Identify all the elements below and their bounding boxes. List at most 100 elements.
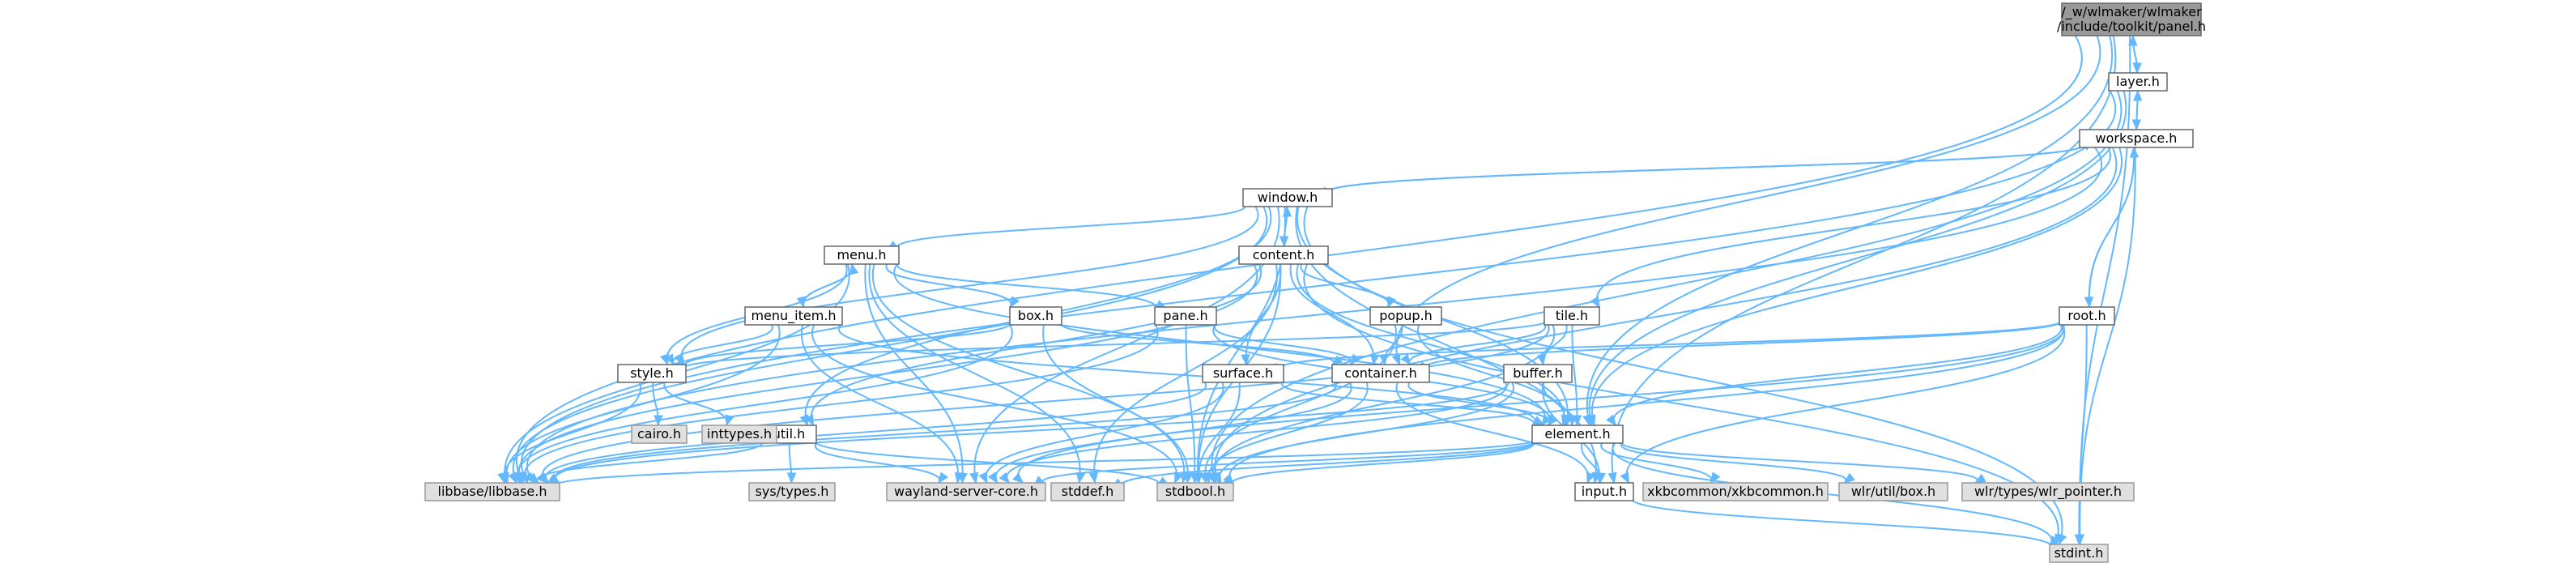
arrowhead-util-to-wayland — [938, 471, 949, 484]
node-label: style.h — [630, 365, 674, 381]
node-window[interactable]: window.h — [1242, 188, 1333, 207]
node-label: container.h — [1344, 365, 1417, 381]
node-box — [1642, 482, 1829, 501]
arrowhead-container-to-wayland — [987, 471, 998, 484]
node-box — [1202, 364, 1284, 383]
node-root[interactable]: root.h — [2059, 306, 2115, 326]
node-box — [1331, 364, 1430, 383]
edge-surface-to-libbase — [544, 379, 1207, 484]
edge-buffer-to-libbase — [555, 376, 1509, 485]
node-menu[interactable]: menu.h — [824, 245, 900, 265]
edge-panel-to-element — [1586, 35, 2114, 426]
edge-menu_item-to-menu — [803, 263, 853, 308]
node-style[interactable]: style.h — [617, 364, 687, 383]
node-label: stdbool.h — [1165, 484, 1225, 499]
node-tile[interactable]: tile.h — [1543, 306, 1600, 326]
edge-panel-to-container — [1395, 35, 2101, 365]
node-box — [617, 364, 687, 383]
arrowhead-workspace-to-tile — [1590, 296, 1600, 309]
edge-popup-to-element — [1417, 324, 1566, 426]
arrowhead-root-to-wayland — [1012, 472, 1024, 484]
edge-menu_item-to-wayland — [800, 324, 960, 484]
arrowhead-buffer-to-stdbool — [1211, 471, 1222, 484]
edge-workspace-to-stdint — [2079, 147, 2136, 545]
node-box — [2049, 544, 2109, 563]
node-label: stdint.h — [2054, 545, 2104, 561]
node-stddef: stddef.h — [1050, 482, 1125, 501]
edge-root-to-wayland — [1017, 319, 2065, 484]
edge-root-to-surface — [1279, 317, 2064, 372]
edge-element-to-wlrpointer — [1620, 438, 1978, 484]
node-menu_item[interactable]: menu_item.h — [744, 306, 843, 326]
arrowhead-element-to-wlrbox — [1843, 472, 1855, 484]
edge-menu-to-wayland — [864, 263, 964, 484]
node-label: window.h — [1258, 190, 1318, 205]
node-layer: /_w/wlmaker/wlmaker/include/toolkit/pane… — [424, 2, 2206, 563]
node-box — [1009, 306, 1062, 326]
arrowhead-panel-to-container — [1391, 353, 1401, 366]
edge-window-to-workspace — [1327, 141, 2084, 196]
arrowhead-root-to-stdint — [2074, 534, 2084, 546]
node-content[interactable]: content.h — [1238, 245, 1329, 265]
edge-container-to-element — [1407, 382, 1551, 426]
edge-surface-to-element — [1280, 380, 1535, 427]
node-surface[interactable]: surface.h — [1202, 364, 1284, 383]
edge-surface-to-stdbool — [1198, 382, 1241, 484]
edge-content-to-util — [810, 263, 1262, 426]
node-container[interactable]: container.h — [1331, 364, 1430, 383]
edge-element-to-xkbcommon — [1600, 442, 1713, 484]
arrowhead-content-to-window — [1282, 205, 1292, 217]
node-stdbool: stdbool.h — [1156, 482, 1234, 501]
node-label: /_w/wlmaker/wlmaker — [2061, 4, 2202, 20]
node-box — [2079, 129, 2194, 148]
edge-element-to-libbase — [554, 436, 1538, 489]
node-layer[interactable]: layer.h — [2108, 72, 2168, 92]
node-label: pane.h — [1163, 308, 1207, 323]
edge-container-to-libbase — [555, 379, 1337, 484]
edge-util-to-libbase — [535, 438, 764, 484]
edge-pane-to-stdbool — [1185, 324, 1196, 484]
arrowhead-content-to-surface — [1241, 354, 1250, 366]
arrowhead-menu-to-box — [1009, 296, 1020, 309]
node-label: util.h — [773, 426, 806, 442]
edge-container-to-input — [1395, 382, 1590, 484]
arrowhead-panel-to-input — [1607, 471, 1617, 484]
edge-box-to-libbase — [517, 323, 1013, 484]
node-panel[interactable]: /_w/wlmaker/wlmaker/include/toolkit/pane… — [2057, 2, 2206, 36]
arrowhead-content-to-popup — [1387, 296, 1397, 309]
node-xkbcommon: xkbcommon/xkbcommon.h — [1642, 482, 1829, 501]
node-popup[interactable]: popup.h — [1369, 306, 1442, 326]
node-label: wayland-server-core.h — [894, 484, 1038, 499]
node-box — [1156, 482, 1234, 501]
node-box[interactable]: box.h — [1009, 306, 1062, 326]
edge-root-to-element — [1612, 322, 2063, 426]
arrowhead-pane-to-libbase — [517, 471, 529, 484]
arrowhead-style-to-libbase — [497, 471, 507, 484]
node-workspace[interactable]: workspace.h — [2079, 129, 2194, 148]
edge-window-to-style — [680, 206, 1259, 365]
arrowhead-buffer-to-element — [1568, 414, 1578, 427]
node-box — [1503, 364, 1573, 383]
node-box — [1838, 482, 1948, 501]
node-box — [1242, 188, 1333, 207]
node-element[interactable]: element.h — [1531, 425, 1624, 444]
arrowhead-layer-to-panel — [2127, 34, 2138, 46]
edge-tile-to-style — [681, 317, 1549, 373]
arrowhead-workspace-to-element — [1586, 414, 1596, 427]
node-label: box.h — [1018, 308, 1054, 323]
node-pane[interactable]: pane.h — [1154, 306, 1217, 326]
node-label: popup.h — [1379, 308, 1433, 323]
edge-content-to-container — [1289, 263, 1375, 365]
node-box — [1961, 482, 2135, 501]
node-input[interactable]: input.h — [1574, 482, 1634, 501]
arrowhead-menu_item-to-wayland — [954, 471, 964, 484]
node-buffer[interactable]: buffer.h — [1503, 364, 1573, 383]
node-label: libbase/libbase.h — [438, 484, 547, 499]
arrowhead-content-to-stddef — [1088, 471, 1099, 484]
arrowhead-container-to-stdbool — [1202, 471, 1211, 484]
edge-window-to-stdint — [1303, 206, 2063, 545]
node-label: sys/types.h — [756, 484, 829, 499]
arrowhead-surface-to-element — [1531, 416, 1543, 427]
edge-panel-to-input — [1611, 35, 2117, 484]
edge-menu-to-box — [885, 263, 1012, 308]
